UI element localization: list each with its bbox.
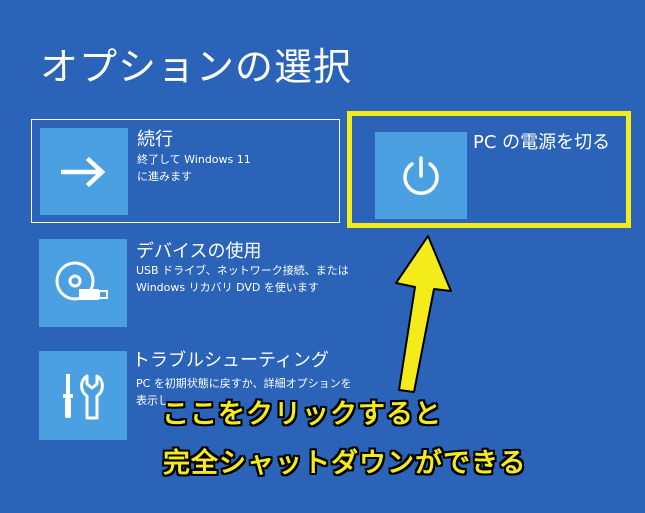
page-title: オプションの選択 <box>40 45 353 89</box>
option-use-device-desc-line1: USB ドライブ、ネットワーク接続、または <box>136 264 349 277</box>
annotation-line-1: ここをクリックすると <box>162 399 442 430</box>
option-continue-description: 終了して Windows 11 に進みます <box>137 151 251 185</box>
option-use-device-desc-line2: Windows リカバリ DVD を使います <box>136 281 319 294</box>
option-continue-desc-line2: に進みます <box>137 170 192 183</box>
screwdriver-wrench-icon <box>63 373 104 419</box>
option-use-device[interactable]: デバイスの使用 USB ドライブ、ネットワーク接続、または Windows リカ… <box>31 237 349 332</box>
option-turn-off-pc-label: PC の電源を切る <box>473 132 611 153</box>
annotation-line-2: 完全シャットダウンができる <box>163 448 527 479</box>
option-use-device-tile[interactable] <box>39 239 127 327</box>
option-continue-label: 続行 <box>137 129 173 150</box>
option-use-device-label: デバイスの使用 <box>136 241 262 262</box>
option-troubleshoot-description: PC を初期状態に戻すか、詳細オプションを 表示し <box>136 375 352 409</box>
option-use-device-description: USB ドライブ、ネットワーク接続、または Windows リカバリ DVD を… <box>136 262 349 296</box>
option-turn-off-pc[interactable]: PC の電源を切る <box>347 111 631 228</box>
option-troubleshoot-desc-line2: 表示し <box>136 394 169 407</box>
option-continue-desc-line1: 終了して Windows 11 <box>137 153 251 166</box>
option-continue-tile[interactable] <box>40 128 128 215</box>
option-troubleshoot[interactable]: トラブルシューティング PC を初期状態に戻すか、詳細オプションを 表示し <box>31 346 352 441</box>
option-turn-off-pc-tile[interactable] <box>375 132 467 219</box>
option-troubleshoot-label: トラブルシューティング <box>132 350 329 371</box>
option-troubleshoot-desc-line1: PC を初期状態に戻すか、詳細オプションを <box>136 377 352 390</box>
arrow-right-icon <box>61 156 106 187</box>
option-troubleshoot-tile[interactable] <box>39 351 127 440</box>
disc-usb-icon <box>55 261 108 301</box>
power-icon <box>403 155 439 195</box>
option-continue[interactable]: 続行 終了して Windows 11 に進みます <box>31 119 340 223</box>
